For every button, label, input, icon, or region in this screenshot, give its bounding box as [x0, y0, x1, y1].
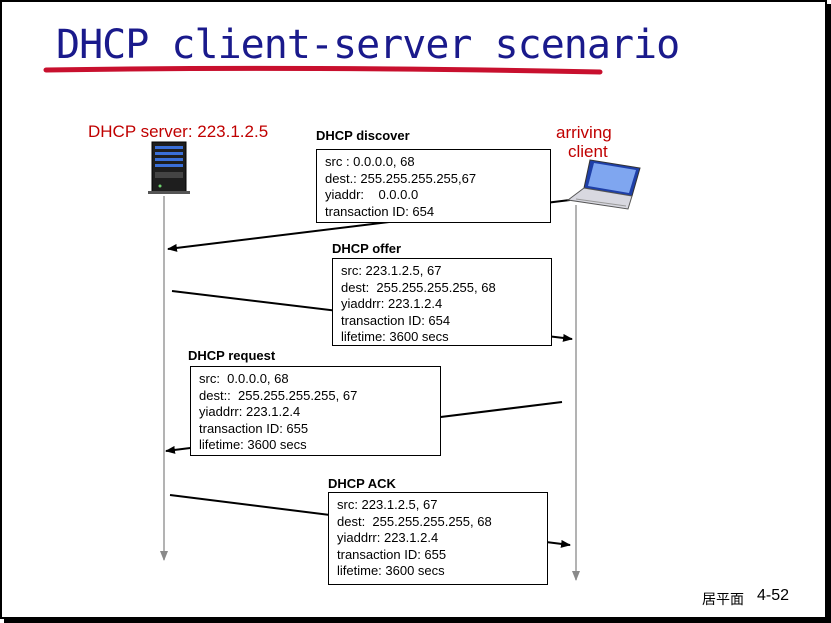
server-label: DHCP server: 223.1.2.5 — [88, 122, 269, 141]
request-box: src: 0.0.0.0, 68 dest:: 255.255.255.255,… — [190, 366, 441, 456]
offer-line: lifetime: 3600 secs — [341, 329, 449, 345]
request-line: lifetime: 3600 secs — [199, 437, 307, 453]
discover-title: DHCP discover — [316, 128, 410, 143]
ack-line: dest: 255.255.255.255, 68 — [337, 513, 492, 529]
ack-line: lifetime: 3600 secs — [337, 563, 445, 579]
request-line: src: 0.0.0.0, 68 — [199, 371, 289, 386]
request-title: DHCP request — [188, 348, 276, 363]
offer-line: transaction ID: 654 — [341, 312, 451, 328]
request-line: yiaddrr: 223.1.2.4 — [199, 404, 301, 420]
client-label-arriving: arriving — [556, 123, 612, 142]
offer-box: src: 223.1.2.5, 67 dest: 255.255.255.255… — [332, 258, 552, 346]
discover-box: src : 0.0.0.0, 68 dest.: 255.255.255.255… — [316, 149, 551, 223]
offer-line: yiaddrr: 223.1.2.4 — [341, 296, 443, 312]
ack-title: DHCP ACK — [328, 476, 396, 491]
discover-line: transaction ID: 654 — [325, 203, 435, 219]
slide-title: DHCP client-server scenario — [56, 22, 680, 68]
discover-line: yiaddr: 0.0.0.0 — [325, 187, 419, 203]
offer-line: src: 223.1.2.5, 67 — [341, 263, 442, 278]
page-number: 4-52 — [757, 587, 790, 604]
ack-box: src: 223.1.2.5, 67 dest: 255.255.255.255… — [328, 492, 548, 585]
request-line: transaction ID: 655 — [199, 420, 309, 436]
offer-line: dest: 255.255.255.255, 68 — [341, 279, 496, 295]
laptop-icon — [566, 159, 641, 210]
footer-text: 居平面 — [702, 591, 744, 607]
client-label-client: client — [568, 142, 608, 161]
ack-line: transaction ID: 655 — [337, 546, 447, 562]
discover-line: dest.: 255.255.255.255,67 — [325, 170, 477, 186]
offer-title: DHCP offer — [332, 241, 402, 256]
ack-line: yiaddrr: 223.1.2.4 — [337, 530, 439, 546]
ack-line: src: 223.1.2.5, 67 — [337, 497, 438, 512]
discover-line: src : 0.0.0.0, 68 — [325, 154, 415, 169]
request-line: dest:: 255.255.255.255, 67 — [199, 387, 358, 403]
title-underline — [43, 65, 603, 75]
server-icon — [148, 141, 190, 194]
